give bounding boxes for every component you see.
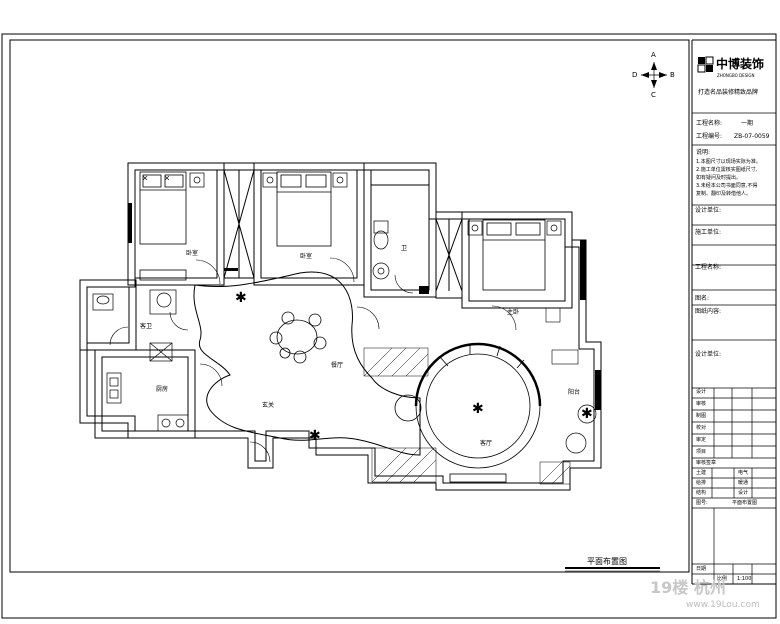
grid-row-4: 校对 [696, 425, 707, 431]
svg-text:✱: ✱ [235, 290, 247, 306]
grid-row-1: 设计 [696, 389, 707, 395]
watermark-url: www.19Lou.com [686, 600, 760, 610]
scale-value: 1:100 [737, 576, 752, 582]
sheet-border [1, 33, 777, 619]
grid-row-2: 审核 [696, 401, 707, 407]
drawing-title: 平面布置图 [587, 557, 627, 566]
approval-right-2: 暖通 [738, 480, 749, 486]
field-2: 施工单位: [695, 229, 722, 236]
round-sofa [394, 342, 542, 483]
drawing-no-value: ZB-07-0059 [734, 133, 770, 140]
grid-row-5: 审定 [696, 437, 707, 443]
field-3: 工程名称: [695, 264, 722, 271]
compass-label-a: A [651, 51, 656, 59]
room-label-bathroom: 卫 [401, 245, 408, 252]
wall-fill [128, 203, 601, 410]
company-en: ZHONGBO DESIGN [717, 73, 755, 78]
grid-row-3: 制图 [696, 413, 707, 419]
field-6: 设计单位: [695, 351, 722, 358]
compass-icon [641, 62, 667, 88]
approval-left-1: 土建 [696, 470, 707, 476]
drawing-frame [9, 39, 690, 573]
bed-master [482, 219, 546, 291]
project-name-label: 工程名称: [696, 120, 723, 127]
note-2: 2.施工单位需核实图纸尺寸, [696, 167, 758, 173]
sheet-no-label: 图号: [696, 500, 708, 506]
svg-text:✱: ✱ [309, 428, 321, 444]
company-name: 中博装饰 [716, 57, 765, 71]
svg-text:✱: ✱ [472, 401, 484, 417]
dining-table [269, 311, 327, 364]
note-3: 如有疑问及时提出。 [696, 175, 742, 181]
bathroom-fixtures [92, 220, 390, 315]
svg-text:✱: ✱ [581, 406, 593, 422]
title-block-lines [692, 112, 776, 584]
kitchen-fixtures [106, 342, 189, 432]
approval-label: 审核签章 [696, 460, 717, 466]
approval-left-2: 给排 [696, 480, 707, 486]
room-label-kitchen: 厨房 [156, 386, 169, 393]
note-1: 1.本图尺寸以现场实际为准。 [696, 159, 761, 165]
notes-label: 说明: [696, 149, 711, 156]
company-slogan: 打造名品装修精致品牌 [698, 89, 759, 96]
date-label: 日期 [696, 566, 707, 572]
window-hatch [363, 347, 571, 485]
room-label-bedroom-middle: 卧室 [300, 253, 313, 260]
nightstands [189, 172, 562, 236]
project-name-value: 一期 [741, 120, 754, 127]
bed-left [139, 171, 187, 281]
grid-row-6: 项目 [696, 449, 707, 455]
plant-pot-icon [577, 404, 597, 424]
approval-left-3: 结构 [696, 490, 707, 496]
room-label-master-bedroom: 主卧 [507, 309, 520, 316]
sheet-title: 平面布置图 [732, 500, 758, 506]
field-4: 图名: [695, 295, 710, 302]
approval-right-1: 电气 [738, 470, 749, 476]
room-label-guest-bath: 客卫 [140, 323, 153, 330]
room-label-bedroom-left: 卧室 [186, 250, 199, 257]
compass-label-b: B [670, 71, 675, 79]
walls [79, 162, 602, 491]
approval-right-3: 设计 [738, 490, 749, 496]
room-label-living: 客厅 [480, 440, 493, 447]
feature-wall-curve [193, 271, 421, 456]
company-logo-icon [697, 56, 714, 73]
drawing-no-label: 工程编号: [696, 133, 723, 140]
watermark-logo: 19楼 杭州 [650, 578, 726, 597]
room-label-foyer: 玄关 [262, 402, 275, 409]
bed-middle [276, 171, 332, 247]
note-5: 复制、翻印及转借他人。 [696, 191, 752, 197]
compass-label-d: D [632, 71, 638, 79]
scale-label: 比例 [717, 576, 728, 582]
door-swings [109, 257, 517, 463]
room-label-dining: 餐厅 [331, 362, 344, 369]
plant-icon: ✱ ✱ ✱ ✱ [235, 290, 593, 444]
room-label-balcony: 阳台 [568, 389, 581, 396]
field-1: 设计单位: [695, 207, 722, 214]
compass-label-c: C [651, 91, 656, 99]
note-4: 3.未经本公司书面同意,不得 [696, 183, 758, 189]
field-5: 图纸内容: [695, 308, 722, 315]
